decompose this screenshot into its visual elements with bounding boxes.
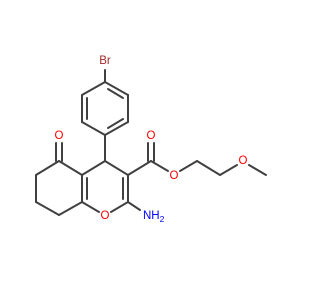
bond	[35, 160, 60, 176]
bond	[127, 201, 141, 211]
bond	[81, 201, 100, 213]
bond	[150, 160, 169, 172]
molecule-diagram: Br O O O O O NH2	[35, 55, 267, 224]
amino-nh: NH	[143, 210, 160, 222]
bond	[107, 118, 124, 129]
bond	[179, 160, 198, 172]
amino-label: NH2	[143, 210, 165, 224]
ester-carbonyl-oxygen-label: O	[147, 130, 156, 142]
bond	[81, 121, 106, 136]
bond	[35, 201, 60, 216]
bond	[107, 88, 124, 99]
bond	[196, 160, 221, 176]
bond	[127, 160, 152, 176]
bond	[104, 121, 129, 136]
amino-subscript: 2	[160, 214, 165, 224]
ring-oxygen-label: O	[101, 210, 110, 222]
bond	[104, 160, 129, 176]
bond	[110, 201, 129, 213]
bond	[58, 201, 83, 216]
ester-oxygen-label: O	[170, 170, 179, 182]
ketone-oxygen-label: O	[55, 130, 64, 142]
bond	[81, 81, 106, 96]
bond	[81, 160, 106, 176]
bond-skeleton	[35, 69, 267, 216]
amino-group: NH2	[143, 210, 165, 224]
bromine-label: Br	[99, 55, 111, 67]
bond	[104, 81, 129, 96]
ether-oxygen-label: O	[239, 155, 248, 167]
bond	[58, 160, 83, 176]
bond	[219, 164, 238, 176]
bond	[248, 164, 267, 176]
